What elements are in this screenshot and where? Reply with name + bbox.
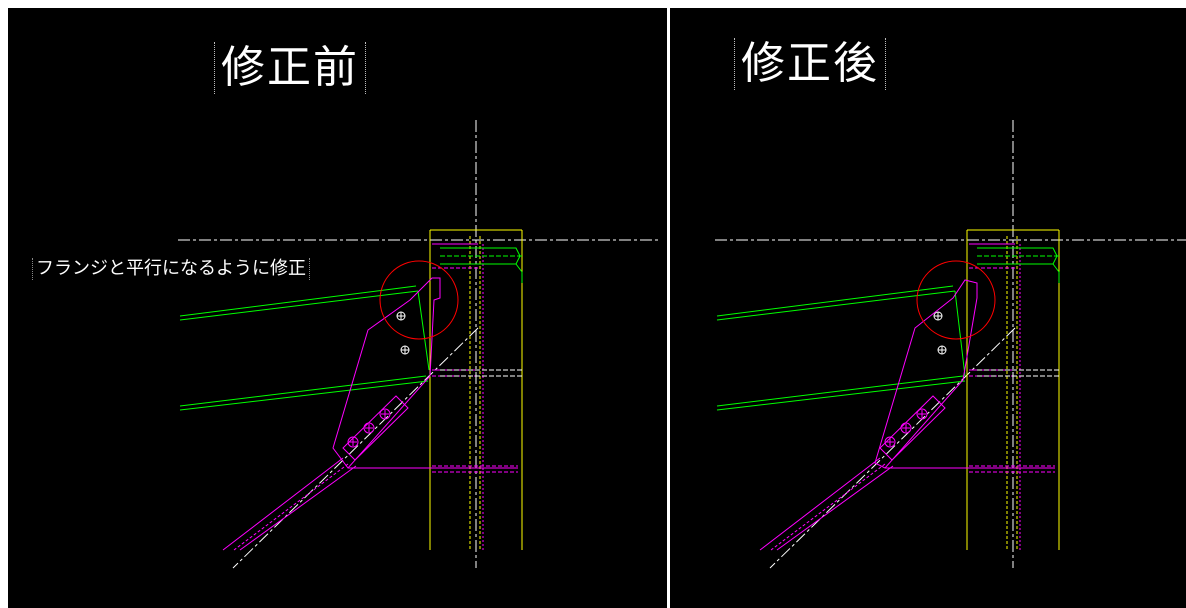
brace-flange-2: [776, 465, 894, 551]
brace-flange-3: [770, 463, 886, 551]
after-drawing: [715, 120, 1186, 569]
brace-flange-3: [233, 463, 349, 551]
after-panel: 修正後: [670, 8, 1186, 608]
lower-rafter-flange-2: [179, 380, 429, 411]
gusset-plate: [332, 277, 441, 469]
upper-rafter-flange-2: [716, 290, 956, 321]
lower-rafter-flange-2: [716, 380, 966, 411]
brace-bolt-3: [379, 408, 391, 420]
revision-highlight-circle: [916, 260, 996, 340]
upper-beam-fillet: [515, 263, 523, 283]
upper-rafter-flange-2: [179, 290, 419, 321]
lower-rafter-flange-1: [716, 375, 964, 407]
brace-splice-plate: [879, 395, 946, 461]
brace-splice-plate: [342, 395, 409, 461]
brace-centerline: [769, 327, 1016, 569]
brace-bolt-2: [363, 422, 375, 434]
upper-beam-fillet: [1052, 263, 1060, 283]
brace-bolt-1: [347, 436, 359, 448]
upper-rafter-flange-1: [179, 285, 417, 317]
brace-bolt-2: [900, 422, 912, 434]
gusset-plate: [874, 279, 978, 469]
panel-divider: [667, 8, 670, 608]
before-note: フランジと平行になるように修正: [32, 258, 310, 280]
brace-flange-1: [759, 457, 881, 551]
gusset-edge-corrected: [954, 290, 966, 377]
gusset-edge-original: [417, 290, 430, 371]
after-title: 修正後: [734, 38, 886, 90]
brace-bolt-1: [884, 436, 896, 448]
brace-flange-2: [239, 465, 357, 551]
upper-rafter-flange-1: [716, 285, 954, 317]
brace-centerline: [232, 327, 479, 569]
before-title: 修正前: [214, 42, 366, 94]
before-drawing: [178, 120, 658, 569]
before-panel: 修正前 フランジと平行になるように修正: [8, 8, 667, 608]
lower-rafter-flange-1: [179, 375, 427, 407]
brace-bolt-3: [916, 408, 928, 420]
revision-highlight-circle: [379, 260, 459, 340]
brace-flange-1: [222, 457, 344, 551]
